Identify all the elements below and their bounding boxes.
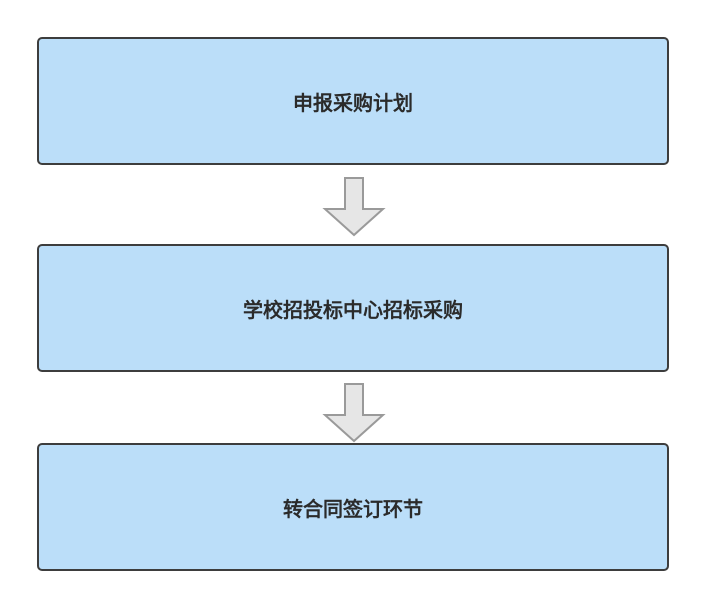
flow-step-2-label: 学校招投标中心招标采购 (243, 297, 463, 322)
flow-step-3-label: 转合同签订环节 (283, 496, 423, 521)
flow-step-1: 申报采购计划 (37, 37, 669, 165)
flow-step-2: 学校招投标中心招标采购 (37, 244, 669, 372)
down-arrow-icon (322, 177, 386, 237)
flow-step-1-label: 申报采购计划 (293, 90, 413, 115)
flow-step-3: 转合同签订环节 (37, 443, 669, 571)
down-arrow-icon (322, 383, 386, 443)
